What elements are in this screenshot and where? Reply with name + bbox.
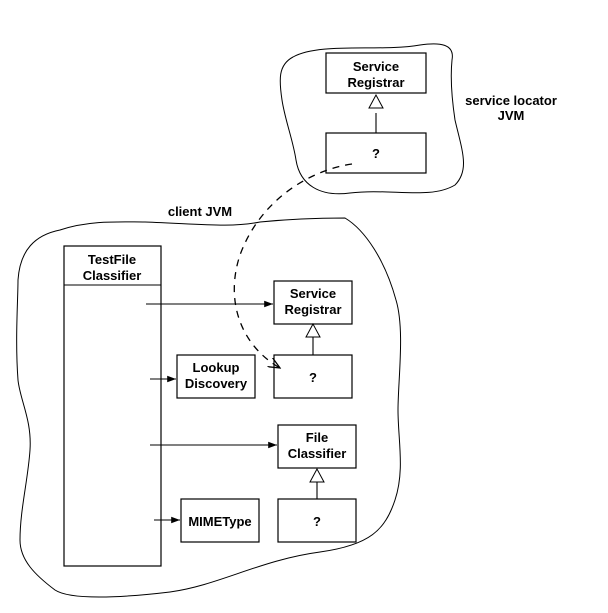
client-classifier-proxy-label: ? (313, 514, 321, 529)
client-service-registrar-line2: Registrar (284, 302, 341, 317)
locator-implements-triangle-icon (368, 93, 384, 109)
classifier-implements-triangle-icon (309, 467, 325, 483)
locator-service-registrar-box[interactable] (325, 52, 427, 94)
client-jvm-region (16, 217, 402, 598)
locator-service-registrar-line1: Service (353, 59, 399, 74)
file-classifier-box[interactable] (277, 424, 357, 469)
client-jvm-label: client JVM (168, 204, 232, 219)
client-service-registrar-line1: Service (290, 286, 336, 301)
testfile-classifier-box[interactable] (63, 245, 162, 567)
registrar-implements-triangle-icon (305, 322, 321, 338)
lookup-discovery-box[interactable] (176, 354, 256, 399)
client-registrar-proxy-label: ? (309, 370, 317, 385)
locator-proxy-label: ? (372, 146, 380, 161)
file-classifier-line2: Classifier (288, 446, 347, 461)
service-locator-label-line1: service locator (465, 93, 557, 108)
client-registrar-proxy-box[interactable] (273, 354, 353, 399)
testfile-classifier-line1: TestFile (88, 252, 136, 267)
service-locator-label-line2: JVM (498, 108, 525, 123)
service-locator-jvm-region (279, 43, 464, 195)
testfile-classifier-line2: Classifier (83, 268, 142, 283)
mimetype-box[interactable] (180, 498, 260, 543)
proxy-download-dashed-arrow (233, 163, 353, 368)
locator-service-registrar-line2: Registrar (347, 75, 404, 90)
client-classifier-proxy-box[interactable] (277, 498, 357, 543)
mimetype-label: MIMEType (188, 514, 251, 529)
lookup-discovery-line2: Discovery (185, 376, 248, 391)
lookup-discovery-line1: Lookup (193, 360, 240, 375)
file-classifier-line1: File (306, 430, 328, 445)
client-service-registrar-box[interactable] (273, 280, 353, 325)
